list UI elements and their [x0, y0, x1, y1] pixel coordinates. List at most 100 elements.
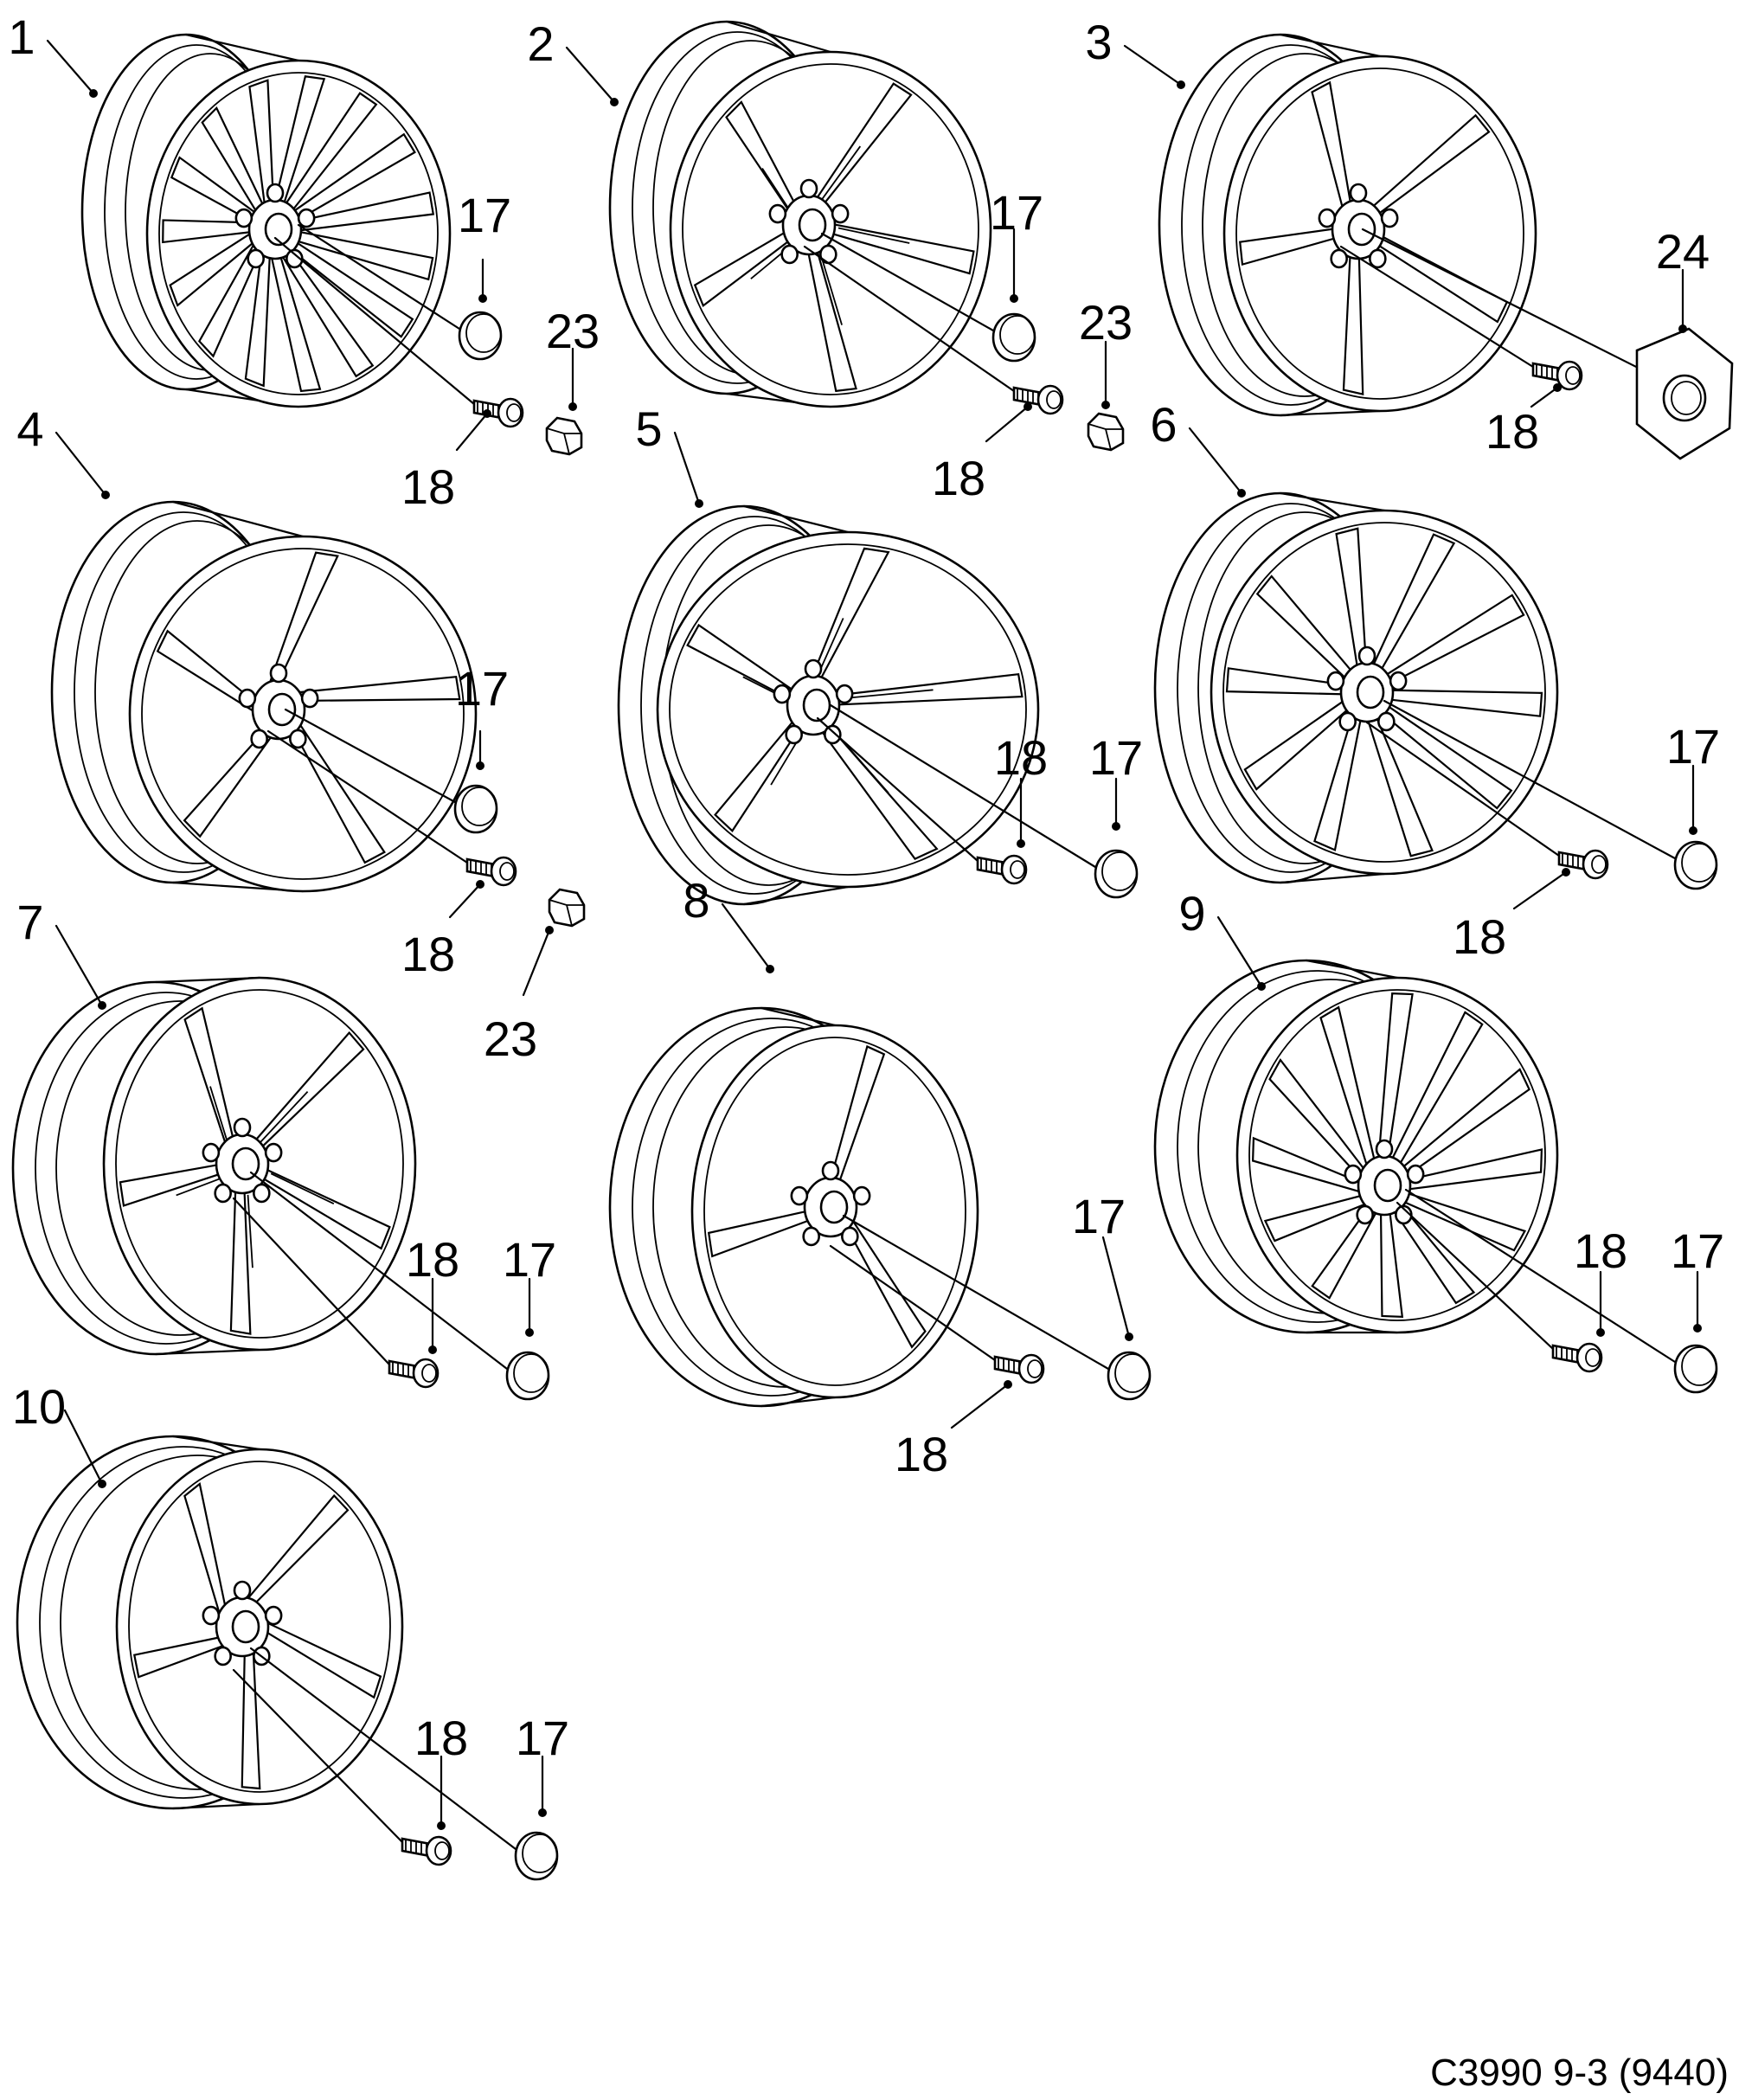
bolt-hole [821, 1160, 840, 1181]
bolt-hole [1349, 183, 1368, 203]
wheel-label-4: 4 [16, 401, 43, 456]
spoke [1372, 533, 1456, 671]
spoke [836, 672, 1024, 706]
spoke [1371, 113, 1491, 215]
wheel-nut [545, 416, 583, 456]
bolt-hole [264, 1605, 283, 1626]
spoke [1382, 705, 1513, 810]
spoke [254, 1031, 365, 1148]
center-cap [505, 1351, 550, 1401]
leader-dot [476, 761, 484, 770]
spoke [292, 723, 386, 864]
spoke [1379, 1211, 1404, 1319]
wheel-label-9: 9 [1178, 886, 1205, 941]
assembly-line [816, 716, 979, 863]
bolt-hole [785, 724, 803, 745]
leader-line [1530, 386, 1559, 408]
leader-dot [610, 98, 619, 106]
bolt-hole [264, 1142, 283, 1163]
spoke [1335, 527, 1368, 668]
wheel-bolt [1551, 1342, 1603, 1373]
leader-line [63, 1409, 104, 1486]
center-cap [1673, 840, 1718, 890]
wheel-5 [617, 504, 1040, 906]
bolt-hole [214, 1183, 232, 1204]
leader-dot [525, 1328, 534, 1337]
leader-dot [1237, 489, 1246, 498]
spoke [285, 92, 378, 211]
spoke [298, 675, 461, 703]
face-lip [682, 63, 979, 395]
assembly-line [842, 1214, 1110, 1371]
spoke [815, 82, 913, 204]
face-lip [1235, 67, 1524, 400]
spoke [229, 1189, 252, 1335]
spoke [693, 232, 790, 308]
leader-dot [428, 1345, 437, 1354]
bolt-hole [289, 729, 307, 749]
leader-dot [1562, 868, 1570, 877]
assembly-line [266, 729, 469, 864]
part-label-23: 23 [1079, 295, 1133, 350]
leader-line [565, 46, 616, 104]
spoke [119, 1164, 220, 1207]
bolt-hole [233, 1117, 252, 1138]
center-cap [1094, 849, 1139, 899]
leader-line [950, 1383, 1010, 1429]
center-bore [1373, 1168, 1402, 1203]
hub-disc [1635, 327, 1734, 460]
assembly-line [232, 1197, 391, 1366]
leader-line [455, 412, 489, 452]
spoke [807, 250, 857, 393]
leader-dot [1125, 1333, 1133, 1341]
bolt-hole [804, 658, 823, 679]
spoke [1393, 1204, 1476, 1305]
bolt-hole [1380, 208, 1399, 228]
leader-dot [568, 402, 577, 411]
part-label-17: 17 [1089, 730, 1143, 785]
leader-dot [98, 1480, 106, 1488]
spoke [291, 241, 414, 338]
spoke [1403, 1192, 1527, 1252]
bolt-hole [202, 1605, 221, 1626]
assembly-line [1339, 245, 1535, 369]
leader-dot [1553, 383, 1562, 392]
leader-dot [1596, 1328, 1605, 1337]
wheel-bolt [1557, 849, 1609, 880]
assembly-line [232, 1668, 404, 1844]
assembly-line [820, 232, 995, 332]
spoke [273, 75, 326, 205]
part-label-18: 18 [895, 1427, 948, 1481]
leader-dot [98, 1001, 106, 1010]
bolt-hole [266, 183, 285, 203]
spoke [1311, 80, 1352, 209]
assembly-line [1404, 1188, 1677, 1364]
spoke [1319, 1005, 1376, 1166]
leader-dot [1689, 826, 1697, 835]
wheel-label-7: 7 [16, 895, 43, 949]
bolt-hole [1406, 1164, 1425, 1185]
bolt-hole [253, 1183, 271, 1204]
face-lip [703, 1037, 966, 1386]
part-label-17: 17 [990, 185, 1043, 240]
leader-line [46, 39, 95, 95]
wheel-nut [548, 888, 586, 928]
bolt-hole [1369, 248, 1387, 269]
spoke [248, 79, 275, 205]
wheel-4 [50, 500, 478, 893]
center-cap [453, 784, 498, 834]
bolt-hole [250, 729, 268, 749]
spoke [1378, 235, 1509, 324]
wheel-label-5: 5 [635, 401, 662, 456]
bolt-hole [1377, 711, 1396, 732]
bolt-hole [773, 684, 792, 704]
center-bore [267, 692, 297, 727]
spoke [183, 1482, 227, 1615]
part-label-17: 17 [455, 661, 509, 716]
bolt-hole [286, 248, 304, 269]
spoke [170, 156, 256, 222]
leader-line [55, 431, 107, 497]
leader-dot [1177, 80, 1185, 89]
bolt-hole [835, 684, 854, 704]
wheel-bolt [1531, 360, 1583, 391]
